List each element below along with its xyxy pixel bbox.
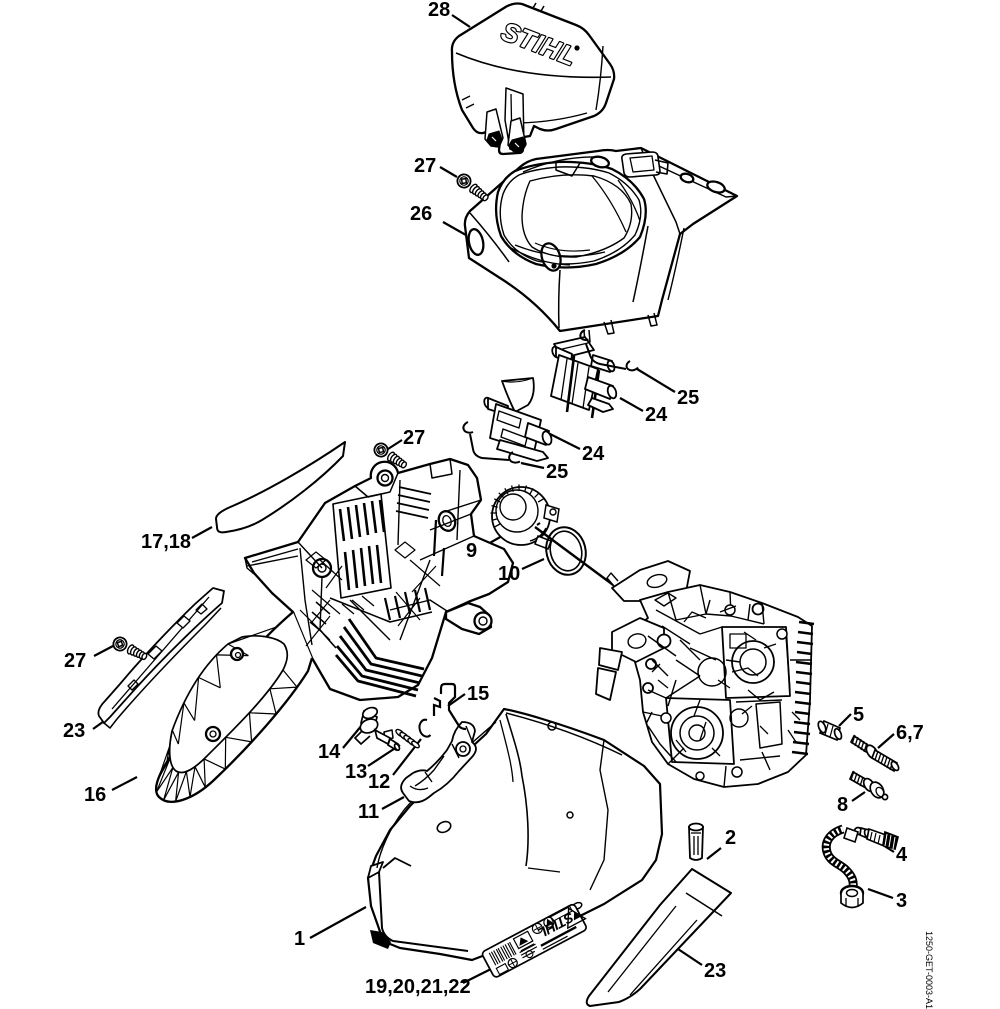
svg-text:25: 25: [546, 461, 568, 483]
svg-text:1250-GET-0003-A1: 1250-GET-0003-A1: [924, 931, 934, 1009]
svg-text:25: 25: [677, 387, 699, 409]
svg-text:2: 2: [725, 827, 736, 849]
svg-text:3: 3: [896, 890, 907, 912]
svg-text:24: 24: [582, 443, 605, 465]
svg-text:23: 23: [63, 720, 85, 742]
svg-text:9: 9: [466, 540, 477, 562]
svg-text:17,18: 17,18: [141, 531, 191, 553]
svg-text:1: 1: [294, 928, 305, 950]
svg-text:16: 16: [84, 784, 106, 806]
svg-text:4: 4: [896, 844, 908, 866]
svg-text:14: 14: [318, 741, 341, 763]
svg-text:27: 27: [414, 155, 436, 177]
svg-text:11: 11: [358, 801, 379, 823]
svg-text:10: 10: [498, 563, 520, 585]
svg-text:28: 28: [428, 0, 450, 21]
svg-text:24: 24: [645, 404, 668, 426]
svg-text:5: 5: [853, 704, 864, 726]
svg-text:12: 12: [368, 771, 390, 793]
svg-text:23: 23: [704, 960, 726, 982]
svg-text:6,7: 6,7: [896, 722, 924, 744]
svg-text:15: 15: [467, 683, 489, 705]
svg-text:19,20,21,22: 19,20,21,22: [365, 976, 471, 998]
svg-text:26: 26: [410, 203, 432, 225]
svg-text:27: 27: [64, 650, 86, 672]
svg-text:8: 8: [837, 794, 848, 816]
svg-text:13: 13: [345, 761, 367, 783]
svg-text:27: 27: [403, 427, 425, 449]
